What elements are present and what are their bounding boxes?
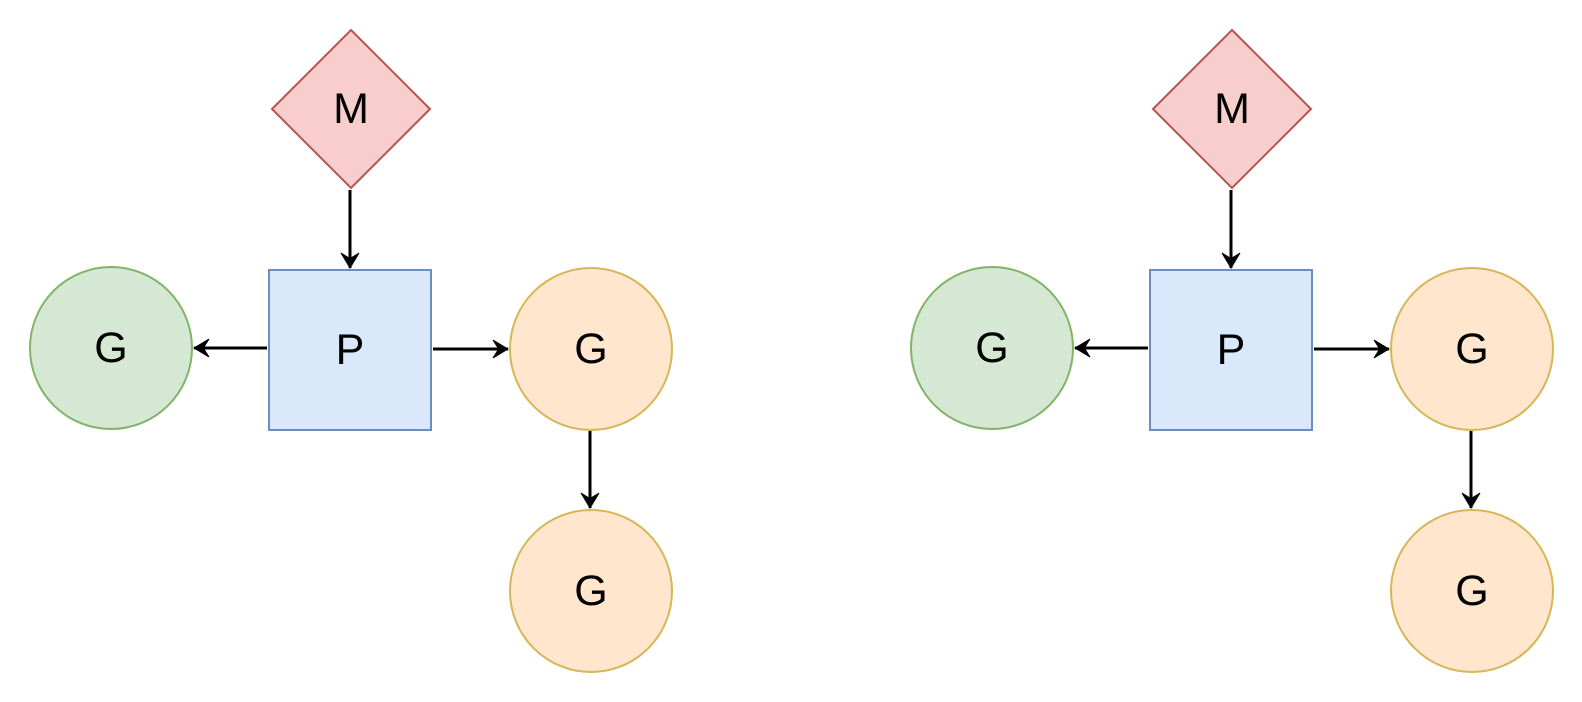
node-process-rect[interactable]: P xyxy=(1149,269,1313,431)
arrow-head-icon xyxy=(340,252,360,269)
circle-shape[interactable] xyxy=(1390,509,1554,673)
arrow-head-icon xyxy=(1221,252,1241,269)
edge-goal-right-to-goal-bottom[interactable] xyxy=(580,431,600,509)
circle-shape[interactable] xyxy=(910,266,1074,430)
circle-shape[interactable] xyxy=(1390,267,1554,431)
edge-process-to-goal-left[interactable] xyxy=(1074,338,1148,358)
edge-message-to-process[interactable] xyxy=(340,190,360,269)
arrow-head-icon xyxy=(580,492,600,509)
node-goal-left-circle[interactable]: G xyxy=(910,266,1074,430)
edge-process-to-goal-left[interactable] xyxy=(193,338,267,358)
edge-goal-right-to-goal-bottom[interactable] xyxy=(1461,431,1481,509)
arrow-head-icon xyxy=(492,339,509,359)
node-goal-right-circle[interactable]: G xyxy=(509,267,673,431)
node-goal-bottom-circle[interactable]: G xyxy=(509,509,673,673)
edge-process-to-goal-right[interactable] xyxy=(1314,339,1390,359)
arrow-head-icon xyxy=(1461,492,1481,509)
rect-shape[interactable] xyxy=(1149,269,1313,431)
circle-shape[interactable] xyxy=(29,266,193,430)
node-goal-right-circle[interactable]: G xyxy=(1390,267,1554,431)
diamond-shape[interactable] xyxy=(1151,28,1313,190)
node-goal-left-circle[interactable]: G xyxy=(29,266,193,430)
arrow-head-icon xyxy=(1074,338,1091,358)
node-process-rect[interactable]: P xyxy=(268,269,432,431)
circle-shape[interactable] xyxy=(509,509,673,673)
arrow-head-icon xyxy=(193,338,210,358)
rect-shape[interactable] xyxy=(268,269,432,431)
arrow-head-icon xyxy=(1373,339,1390,359)
diamond-shape[interactable] xyxy=(270,28,432,190)
circle-shape[interactable] xyxy=(509,267,673,431)
node-message-diamond[interactable]: M xyxy=(270,28,432,190)
node-message-diamond[interactable]: M xyxy=(1151,28,1313,190)
edge-message-to-process[interactable] xyxy=(1221,190,1241,269)
node-goal-bottom-circle[interactable]: G xyxy=(1390,509,1554,673)
edge-process-to-goal-right[interactable] xyxy=(433,339,509,359)
